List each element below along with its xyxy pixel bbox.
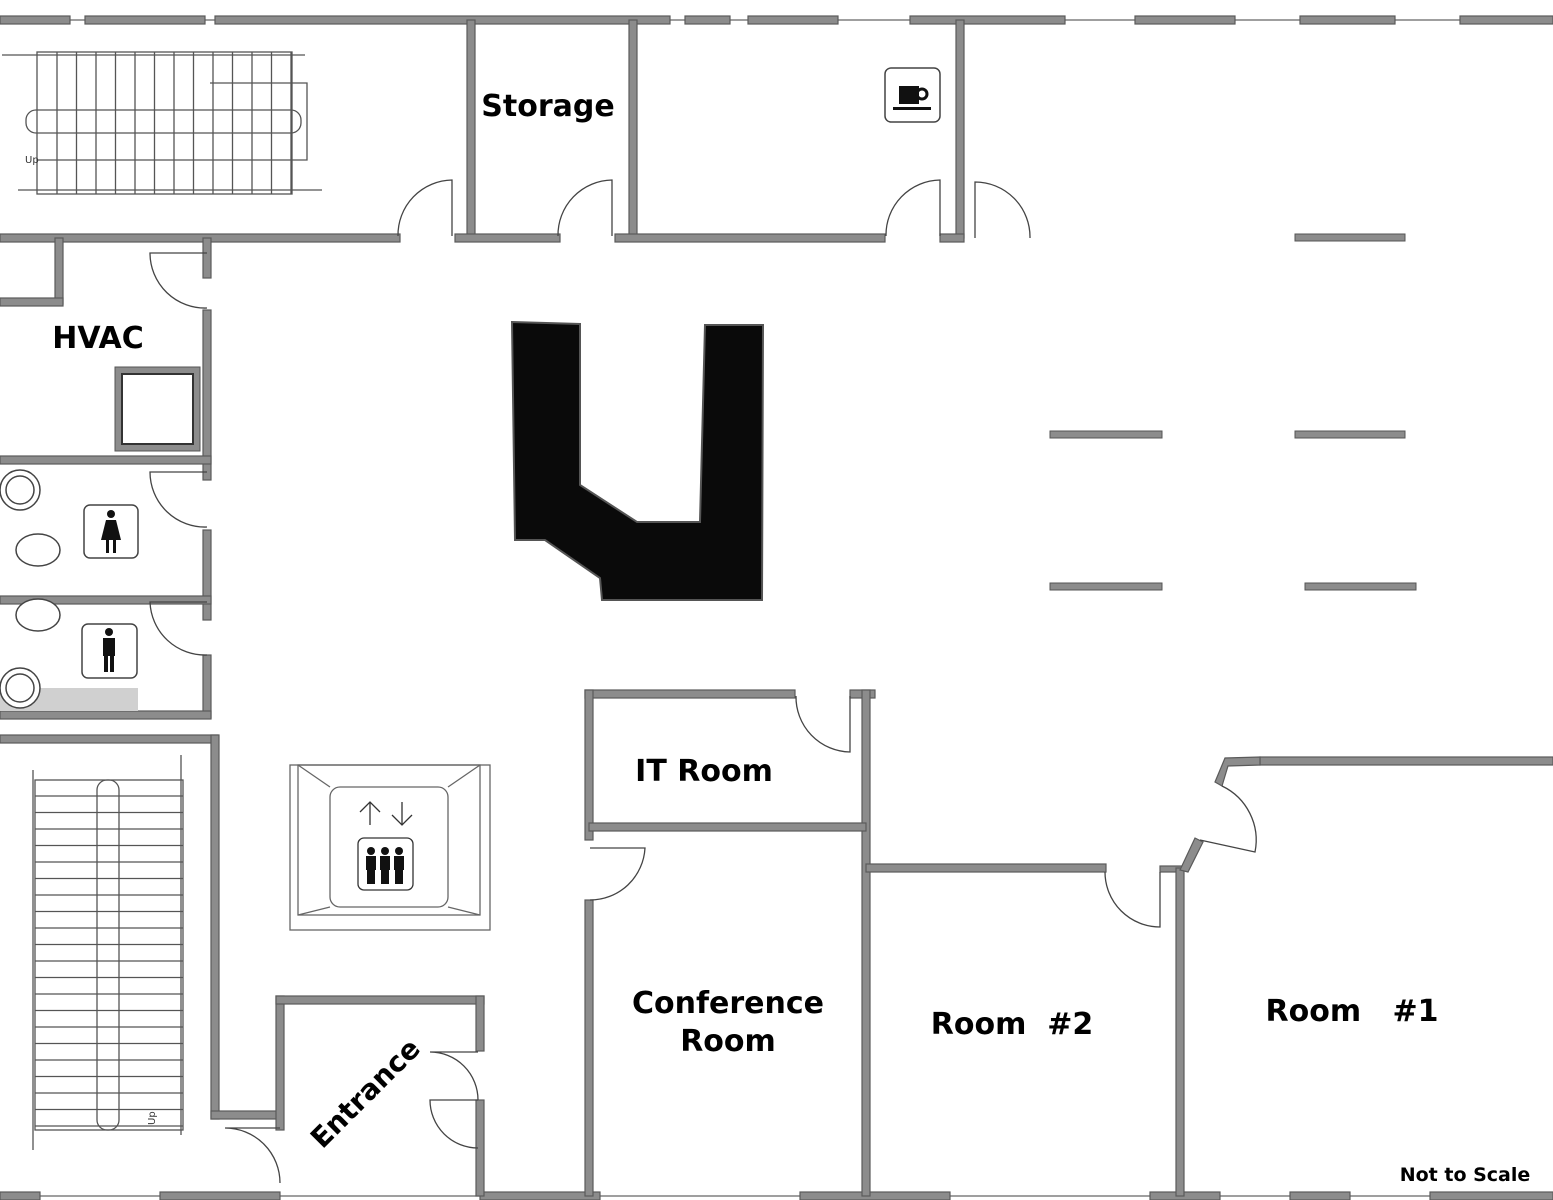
conference-room-label-line2: Room bbox=[680, 1024, 776, 1059]
interior-walls bbox=[0, 19, 1553, 1197]
workstations bbox=[1049, 233, 1417, 591]
down-arrow-icon bbox=[391, 802, 413, 826]
stair-up-label-lower: Up bbox=[147, 1111, 158, 1125]
stair-up-label: Up bbox=[25, 155, 39, 166]
door[interactable] bbox=[795, 695, 851, 753]
hvac-label: HVAC bbox=[52, 321, 144, 356]
door[interactable] bbox=[397, 179, 453, 237]
door[interactable] bbox=[885, 179, 941, 237]
door[interactable] bbox=[557, 179, 613, 237]
elevator bbox=[289, 764, 491, 931]
it-room-label: IT Room bbox=[635, 754, 773, 789]
room-2-label: Room #2 bbox=[931, 1007, 1093, 1042]
door[interactable] bbox=[1104, 871, 1161, 928]
lower-stair: Up bbox=[32, 755, 184, 1150]
toilet bbox=[15, 533, 61, 567]
women-restroom-icon bbox=[83, 504, 139, 559]
not-to-scale-note: Not to Scale bbox=[1400, 1164, 1531, 1186]
room-1-label: Room #1 bbox=[1266, 994, 1439, 1029]
door[interactable] bbox=[149, 601, 208, 656]
doors bbox=[149, 179, 1257, 1184]
upper-stair: Up bbox=[2, 51, 322, 195]
coffee-cup-icon bbox=[884, 67, 941, 123]
door[interactable] bbox=[429, 1051, 479, 1101]
up-arrow-icon bbox=[359, 801, 381, 825]
door[interactable] bbox=[974, 181, 1031, 239]
door[interactable] bbox=[149, 252, 208, 309]
fixtures bbox=[0, 469, 61, 709]
entrance-label: Entrance bbox=[304, 1032, 427, 1155]
toilet bbox=[15, 598, 61, 632]
door[interactable] bbox=[429, 1099, 479, 1149]
conference-room-label-line1: Conference bbox=[632, 986, 824, 1021]
men-restroom-icon bbox=[81, 623, 138, 679]
reception-desk bbox=[510, 320, 765, 601]
door[interactable] bbox=[224, 1127, 281, 1184]
door[interactable] bbox=[149, 471, 208, 528]
storage-label: Storage bbox=[481, 89, 614, 124]
door[interactable] bbox=[1199, 785, 1257, 853]
exterior-walls bbox=[0, 15, 1553, 1200]
elevator-icon bbox=[357, 837, 414, 891]
door[interactable] bbox=[589, 847, 646, 901]
